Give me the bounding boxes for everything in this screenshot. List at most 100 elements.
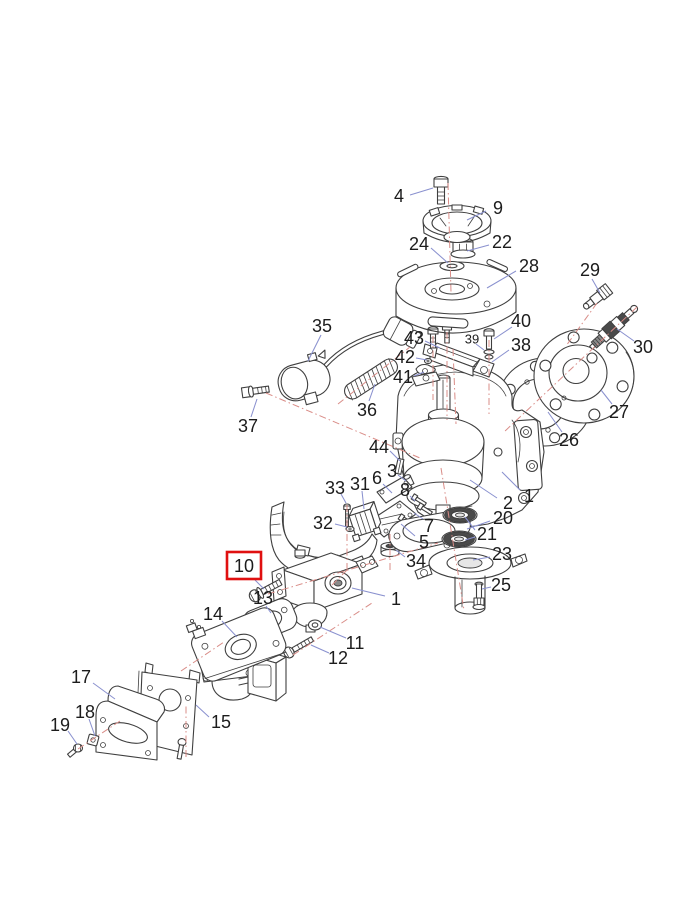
part-carb-bolt-10 [248,578,283,603]
part-label-37-17[interactable]: 37 [238,398,258,436]
part-label-10-34[interactable]: 10 [225,550,265,590]
part-number-text: 44 [369,437,389,457]
part-label-8-23[interactable]: 8 [400,480,416,502]
part-label-3-19[interactable]: 3 [387,461,407,482]
part-number-text: 11 [346,633,365,653]
part-label-27-7[interactable]: 27 [600,389,629,422]
part-number-text: 9 [493,198,503,218]
part-mount-bolt-lower [176,738,187,760]
part-label-22-3[interactable]: 22 [466,232,512,252]
part-label-28-4[interactable]: 28 [486,256,539,289]
part-label-4-0[interactable]: 4 [394,186,434,206]
leader-line [464,516,476,531]
part-label-32-27[interactable]: 32 [313,513,348,533]
part-label-38-11[interactable]: 38 [491,335,531,363]
leader-line [493,326,513,340]
part-number-text: 3 [387,461,397,481]
part-label-12-39[interactable]: 12 [310,644,348,668]
part-bearing-upper [442,506,478,524]
leader-line [92,682,116,700]
leader-line [481,586,492,590]
leader-line [472,556,491,561]
part-label-1-36[interactable]: 1 [351,587,401,609]
part-label-42-13[interactable]: 42 [395,347,428,367]
leader-line [486,270,517,289]
part-washer-11 [307,619,323,631]
part-label-18-41[interactable]: 18 [75,702,96,737]
leader-line [501,471,521,491]
part-label-36-16[interactable]: 36 [357,383,377,420]
part-label-2-25[interactable]: 2 [469,479,513,513]
leader-line [491,349,510,363]
part-label-13-35[interactable]: 13 [253,588,273,614]
leader-line [221,620,238,638]
part-label-21-29[interactable]: 21 [464,516,497,544]
part-label-30-6[interactable]: 30 [616,328,653,357]
part-label-31-21[interactable]: 31 [350,474,370,510]
part-label-26-8[interactable]: 26 [547,411,579,450]
part-label-25-33[interactable]: 25 [481,575,511,595]
part-woodruff-key [394,457,405,475]
leader-line [600,389,613,405]
part-number-text: 25 [491,575,511,595]
part-number-text: 29 [580,260,600,280]
part-label-9-1[interactable]: 9 [466,198,503,221]
part-label-40-9[interactable]: 40 [493,311,531,340]
part-label-41-14[interactable]: 41 [393,367,425,387]
part-label-44-18[interactable]: 44 [369,437,401,462]
part-number-text: 30 [633,337,653,357]
part-label-6-20[interactable]: 6 [372,468,393,494]
part-number-text: 15 [211,712,231,732]
part-label-7-28[interactable]: 7 [413,512,434,536]
part-number-text: 28 [519,256,539,276]
leader-line [466,520,491,530]
part-number-text: 7 [424,516,434,536]
leader-line [250,398,258,418]
leader-line [400,523,416,537]
part-number-text: 32 [313,513,333,533]
part-spark-plug [589,304,639,350]
part-label-15-43[interactable]: 15 [195,704,231,732]
part-label-23-31[interactable]: 23 [472,544,512,564]
part-number-text: 40 [511,311,531,331]
part-number-text: 41 [393,367,413,387]
leader-line [310,644,330,654]
leader-line [382,483,393,494]
part-breather-fitting [582,283,614,310]
part-exciter-coil [348,501,382,543]
part-label-43-12[interactable]: 43 [404,328,441,349]
part-number-text: 21 [477,524,497,544]
leader-line [389,450,401,462]
part-label-33-22[interactable]: 33 [325,478,347,504]
part-label-35-15[interactable]: 35 [307,316,332,362]
leader-line [415,357,428,361]
part-label-34-32[interactable]: 34 [395,549,426,571]
part-label-29-5[interactable]: 29 [580,260,601,294]
part-reed-stopper-plate [376,476,413,504]
leader-line [334,523,348,528]
part-number-text: 27 [609,402,629,422]
part-washer-32 [345,525,355,533]
part-label-20-26[interactable]: 20 [466,508,513,530]
leader-line [395,549,406,558]
leader-line [616,328,635,342]
part-number-text: 18 [75,702,95,722]
part-label-19-42[interactable]: 19 [50,715,78,745]
part-label-1-24[interactable]: 1 [501,471,534,506]
part-label-39-10[interactable]: 39 [465,332,485,351]
part-number-text: 38 [511,335,531,355]
leader-line [195,704,210,718]
part-coil-bolt-37 [240,385,270,399]
part-drain-bolt [472,581,486,611]
part-label-5-30[interactable]: 5 [400,523,429,552]
part-label-14-37[interactable]: 14 [203,604,238,638]
part-label-11-38[interactable]: 11 [319,626,365,653]
part-label-17-40[interactable]: 17 [71,667,116,700]
part-label-24-2[interactable]: 24 [409,234,449,264]
leader-line [67,730,78,745]
part-number-text: 13 [253,588,273,608]
leader-line [413,371,425,377]
part-number-text: 20 [493,508,513,528]
